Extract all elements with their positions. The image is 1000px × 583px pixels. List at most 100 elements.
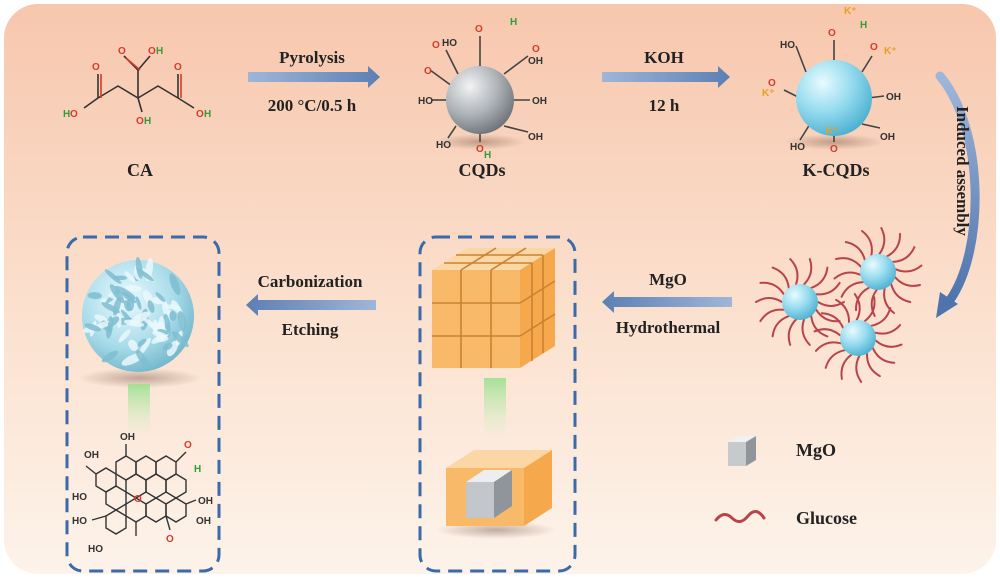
step-hydrothermal-label: Hydrothermal <box>615 318 721 337</box>
carbon-nanosheet <box>124 300 131 312</box>
net-h-tr: H <box>194 464 201 475</box>
carbon-nanosheet <box>128 311 151 326</box>
glucose-strand <box>835 257 862 268</box>
glucose-strand <box>840 281 865 298</box>
glucose-strand <box>801 318 811 346</box>
ca-oh-top-h: H <box>156 46 163 57</box>
carbon-network <box>85 444 197 536</box>
glucose-strand <box>874 324 902 335</box>
glucose-strand <box>886 232 902 258</box>
net-o-b: O <box>166 534 174 545</box>
ca-oh-mid-o: O <box>136 116 144 127</box>
carbon-nanosheet <box>166 340 179 357</box>
glucose-strand <box>844 241 866 261</box>
step-pyrolysis-condition: 200 °C/0.5 h <box>267 96 357 115</box>
ca-o-top: O <box>118 46 126 57</box>
cqd-ho-l: HO <box>418 96 433 107</box>
glucose-strand <box>883 287 895 314</box>
glucose-strand <box>894 276 921 287</box>
glucose-strand <box>755 297 783 303</box>
ca-oh-mid-h: H <box>144 116 151 127</box>
carbon-nanosheet <box>84 323 101 332</box>
carbon-nanosheet <box>169 311 177 321</box>
induced-arrow-head <box>936 292 958 318</box>
carbon-nanosheet <box>124 271 136 283</box>
cqds-label: CQDs <box>458 160 506 180</box>
glucose-strand <box>861 230 873 257</box>
pyrolysis-arrow <box>248 66 380 88</box>
kcqd-o-b: O <box>830 144 838 155</box>
legend-mgo-cube <box>728 436 756 466</box>
kcqd-ho-tl: HO <box>780 40 795 51</box>
kcqds-label: K-CQDs <box>802 160 870 180</box>
cqd-o-top: O <box>475 24 483 35</box>
carbon-nanosheet <box>169 273 181 296</box>
glucose-strand <box>771 266 790 289</box>
glucose-strand <box>865 352 881 378</box>
carbon-nanosheet <box>138 337 151 356</box>
carbon-nanosheet <box>104 269 122 284</box>
ca-o-right: O <box>174 62 182 73</box>
assembled-kcqd-sphere <box>840 320 876 356</box>
cqd-particle <box>429 36 530 150</box>
glucose-strand <box>824 349 846 369</box>
glucose-strand <box>789 258 799 286</box>
glucose-strand <box>835 298 851 324</box>
glucose-strand <box>814 341 842 352</box>
carbon-nanosheet <box>94 314 107 323</box>
carbon-nanosheet <box>162 342 173 351</box>
carbon-nanosheet <box>118 329 131 343</box>
carbon-nanosheet <box>107 316 120 327</box>
net-o-center: O <box>134 494 142 505</box>
net-ho-bl: HO <box>72 516 87 527</box>
glucose-strand <box>759 308 785 323</box>
carbon-nanosheet <box>177 311 187 331</box>
cqd-ho-tl: HO <box>442 38 457 49</box>
carbon-nanosheet <box>171 331 189 348</box>
net-oh-l: OH <box>84 450 99 461</box>
step-mgo-label: MgO <box>649 270 687 289</box>
ca-label: CA <box>127 160 153 180</box>
glucose-strand <box>810 315 829 338</box>
carbon-nanosheet <box>152 330 168 339</box>
glucose-strand <box>890 283 912 303</box>
carbon-nanosheet <box>128 339 138 351</box>
carbon-beam <box>128 384 150 434</box>
ca-oh-right-h: H <box>204 109 211 120</box>
carbon-nanosheet <box>136 338 147 348</box>
cube-beam <box>484 378 506 436</box>
glucose-strand <box>870 288 878 317</box>
glucose-strand <box>815 281 841 296</box>
carbon-nanosheet <box>101 350 118 363</box>
carbon-nanosheet <box>161 299 169 317</box>
kcqd-k-b: K⁺ <box>826 126 839 137</box>
glucose-strand <box>803 258 813 286</box>
carbon-nanosheet <box>121 292 137 304</box>
glucose-strand <box>874 339 903 348</box>
glucose-strand <box>820 312 845 329</box>
glucose-strand <box>813 328 842 337</box>
ca-oh-top-o: O <box>148 46 156 57</box>
glucose-strand <box>870 307 892 327</box>
cqd-ho-bl: HO <box>436 140 451 151</box>
legend-glucose-label: Glucose <box>796 508 857 528</box>
step-koh-condition: 12 h <box>648 96 680 115</box>
carbon-nanosheet <box>147 300 155 313</box>
cqd-h-b: H <box>484 150 491 161</box>
legend-mgo-label: MgO <box>796 440 836 460</box>
kcqd-o-tr: O <box>870 42 878 53</box>
cqd-oh-tr: OH <box>528 56 543 67</box>
kcqd-o-top: O <box>828 28 836 39</box>
cqd-o-l1: O <box>424 66 432 77</box>
glucose-strand <box>810 266 829 289</box>
cqd-o-tl: O <box>432 40 440 51</box>
assembled-kcqds <box>755 227 923 383</box>
carbon-nanosheet <box>125 284 143 292</box>
porous-carbon-box <box>65 235 221 573</box>
carbon-nanosheet <box>113 275 128 281</box>
glucose-strand <box>853 293 861 321</box>
carbon-nanosheet <box>155 292 166 303</box>
cqd-oh-r: OH <box>532 96 547 107</box>
carbon-nanosheet <box>171 300 181 314</box>
kcqd-ho-bl: HO <box>790 142 805 153</box>
